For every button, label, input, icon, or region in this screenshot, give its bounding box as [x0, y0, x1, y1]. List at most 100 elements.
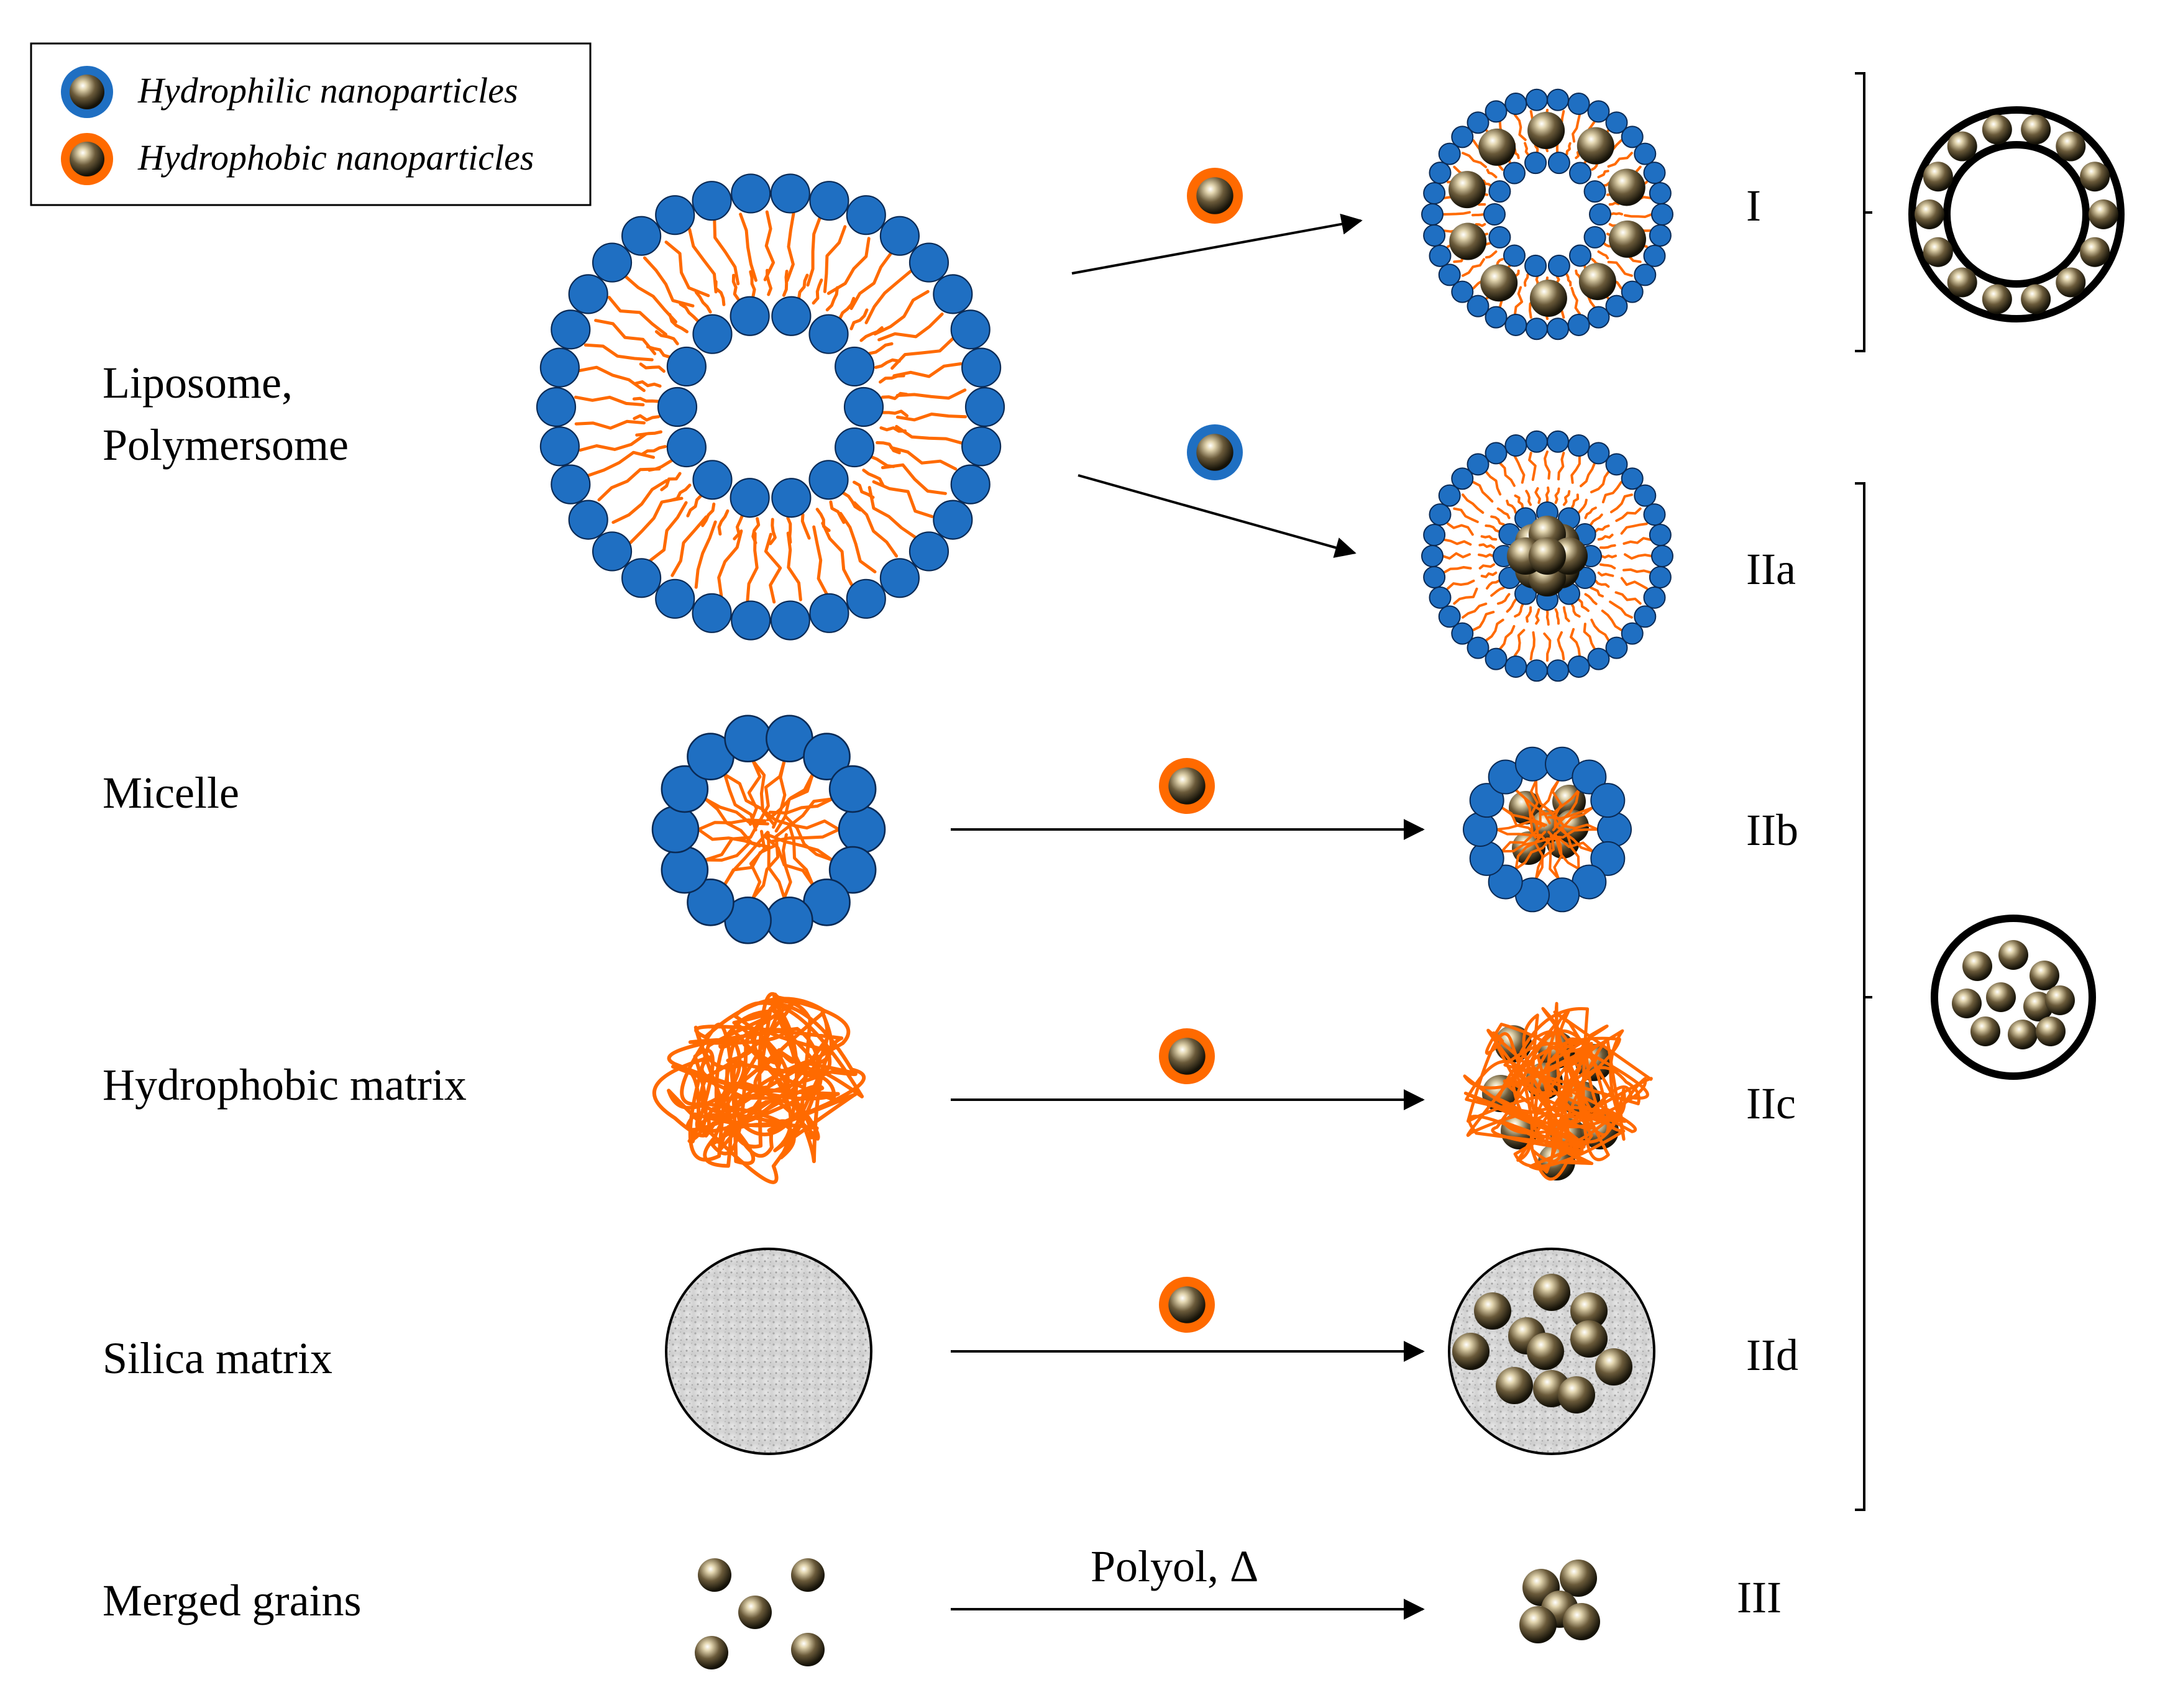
hydrophilic-head: [933, 500, 973, 540]
hydrophobic-tail: [1535, 608, 1540, 625]
hydrophilic-head: [1643, 503, 1666, 526]
hydrophilic-head: [1504, 434, 1527, 457]
hydrophobic-tail: [1514, 788, 1534, 833]
hydrophobic-tail: [1544, 450, 1551, 480]
hydrophilic-head: [1567, 93, 1590, 116]
nanoparticle: [1577, 127, 1614, 165]
hydrophobic-tail: [648, 501, 688, 562]
hydrophobic-tail: [767, 834, 834, 862]
hydrophilic-head: [551, 309, 591, 350]
hydrophilic-head: [1605, 636, 1628, 659]
hydrophobic-tail: [1570, 455, 1581, 484]
hydrophobic-tail: [703, 797, 753, 844]
hydrophilic-head: [1634, 484, 1657, 507]
nanoparticle-core: [1196, 177, 1233, 214]
hydrophobic-tail: [1480, 535, 1498, 541]
hydrophobic-tail: [1624, 553, 1653, 560]
hydrophilic-head: [1590, 783, 1626, 818]
hydrophobic-tail: [874, 358, 901, 369]
hydrophobic-tail: [1539, 833, 1560, 880]
hydrophilic-head: [1463, 812, 1498, 847]
hydrophilic-head: [1651, 545, 1673, 567]
hydrophobic-tail: [574, 395, 645, 406]
hydrophilic-head: [539, 426, 580, 467]
hydrophobic-tail: [867, 342, 894, 355]
hydrophobic-tail: [763, 210, 776, 281]
hydrophilic-head: [661, 765, 709, 813]
hydrophilic-head: [1567, 434, 1590, 457]
hydrophilic-head: [536, 386, 577, 427]
nanoparticle: [1915, 199, 1944, 229]
hydrophilic-head: [1587, 306, 1610, 329]
hydrophilic-head: [692, 460, 733, 500]
legend-hydrophobic-label: Hydrophobic nanoparticles: [137, 137, 534, 178]
hydrophobic-tail: [890, 337, 955, 370]
hydrophilic-head: [1429, 503, 1452, 526]
hydrophobic-tail: [1535, 779, 1558, 825]
hydrophilic-head: [661, 846, 709, 894]
silica-matrix-with-particles: [1448, 1248, 1655, 1455]
hydrophilic-head: [1467, 453, 1490, 476]
hydrophobic-particle-icon: [61, 133, 113, 185]
hydrophobic-tail: [1607, 260, 1633, 277]
hydrophobic-tail: [1478, 553, 1494, 558]
hydrophobic-tail: [864, 270, 912, 324]
hydrophobic-tail: [714, 280, 726, 306]
hydrophilic-head: [730, 296, 770, 336]
hydrophilic-head: [1429, 244, 1452, 267]
hydrophobic-tail: [1543, 633, 1552, 662]
nanoparticle: [1527, 112, 1565, 150]
nanoparticle: [1923, 162, 1953, 192]
hydrophilic-head: [1649, 224, 1672, 247]
hydrophilic-head: [1621, 622, 1644, 645]
liposome-with-hydrophobic-particles: [1421, 88, 1673, 340]
nanoparticle: [1595, 1348, 1632, 1386]
nanoparticle-core: [1168, 1286, 1206, 1323]
hydrophilic-head: [1438, 484, 1461, 507]
hydrophilic-head: [692, 181, 732, 221]
micelle-with-particles: [1463, 746, 1632, 913]
hydrophobic-tail: [577, 365, 646, 392]
hydrophilic-head: [766, 896, 813, 944]
hydrophilic-head: [692, 314, 733, 354]
hydrophilic-head: [770, 173, 810, 214]
hydrophobic-tail: [881, 391, 908, 400]
hydrophilic-head: [1525, 430, 1548, 453]
hydrophobic-tail: [694, 290, 712, 314]
hydrophilic-head: [908, 531, 950, 572]
silica-matrix-label: Silica matrix: [103, 1333, 332, 1383]
hydrophilic-head: [1423, 524, 1446, 547]
hydrophilic-head: [835, 346, 875, 387]
hydrophilic-head: [879, 558, 920, 598]
hydrophobic-tail: [786, 531, 802, 601]
nanoparticle: [695, 1636, 728, 1669]
hydrophobic-tail: [597, 467, 661, 501]
hydrophobic-tail: [1443, 538, 1472, 546]
scheme-filled-particles: [1931, 915, 2096, 1080]
separate-grains: [695, 1558, 825, 1669]
hydrophobic-tail: [594, 319, 657, 355]
hydrophilic-head: [1568, 162, 1591, 185]
hydrophobic-tail: [1594, 524, 1610, 533]
hydrophobic-tail: [668, 313, 689, 334]
hydrophobic-tail: [669, 483, 692, 502]
hydrophilic-head: [1547, 317, 1570, 340]
hydrophobic-tail: [785, 211, 795, 283]
hydrophobic-tail: [876, 441, 901, 455]
hydrophobic-tail: [768, 797, 834, 815]
hydrophobic-tail: [1601, 610, 1622, 631]
hydrophilic-head: [1583, 226, 1606, 249]
hydrophobic-tail: [583, 343, 654, 362]
hydrophobic-tail: [806, 216, 821, 287]
hydrophobic-tail: [782, 833, 792, 900]
hydrophobic-tail: [1570, 493, 1580, 509]
hydrophobic-tail: [786, 516, 792, 544]
hydrophilic-head: [771, 478, 812, 518]
hydrophobic-tail: [774, 818, 841, 831]
hydrophobic-tail: [586, 450, 655, 477]
hydrophilic-head: [621, 216, 662, 256]
nanoparticle: [1982, 114, 2012, 145]
hydrophobic-tail: [1501, 838, 1547, 853]
nanoparticle: [1982, 284, 2012, 314]
hydrophilic-head: [1621, 467, 1644, 490]
